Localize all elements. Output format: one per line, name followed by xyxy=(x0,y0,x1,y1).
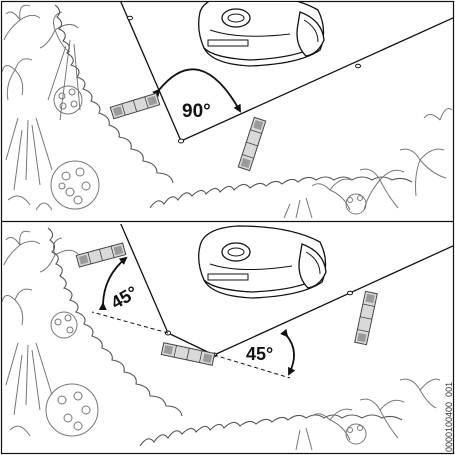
document-id: 0000100400_001 xyxy=(444,382,454,452)
reference-line-left xyxy=(92,312,168,333)
plants-left-top xyxy=(2,5,99,210)
robot-mower-bottom xyxy=(199,226,326,298)
strip-right-top xyxy=(238,117,265,170)
lawn-edge-bottom xyxy=(150,177,412,208)
strip-left-top xyxy=(110,93,159,119)
angle-label-90: 90° xyxy=(182,101,211,122)
strip-top-left-bottom xyxy=(76,243,125,267)
strip-right-bottom xyxy=(355,291,378,344)
plants-right-top xyxy=(284,108,452,218)
angle-arc-45-right xyxy=(287,336,294,374)
panel-bottom: 45° 45° xyxy=(2,222,455,452)
strip-middle-bottom xyxy=(161,343,214,366)
plants-right-bottom xyxy=(296,379,440,450)
angle-label-45-left: 45° xyxy=(108,282,142,313)
panel-top: 90° xyxy=(2,0,455,218)
robot-mower-top xyxy=(199,0,324,66)
angle-label-45-right: 45° xyxy=(246,344,273,364)
